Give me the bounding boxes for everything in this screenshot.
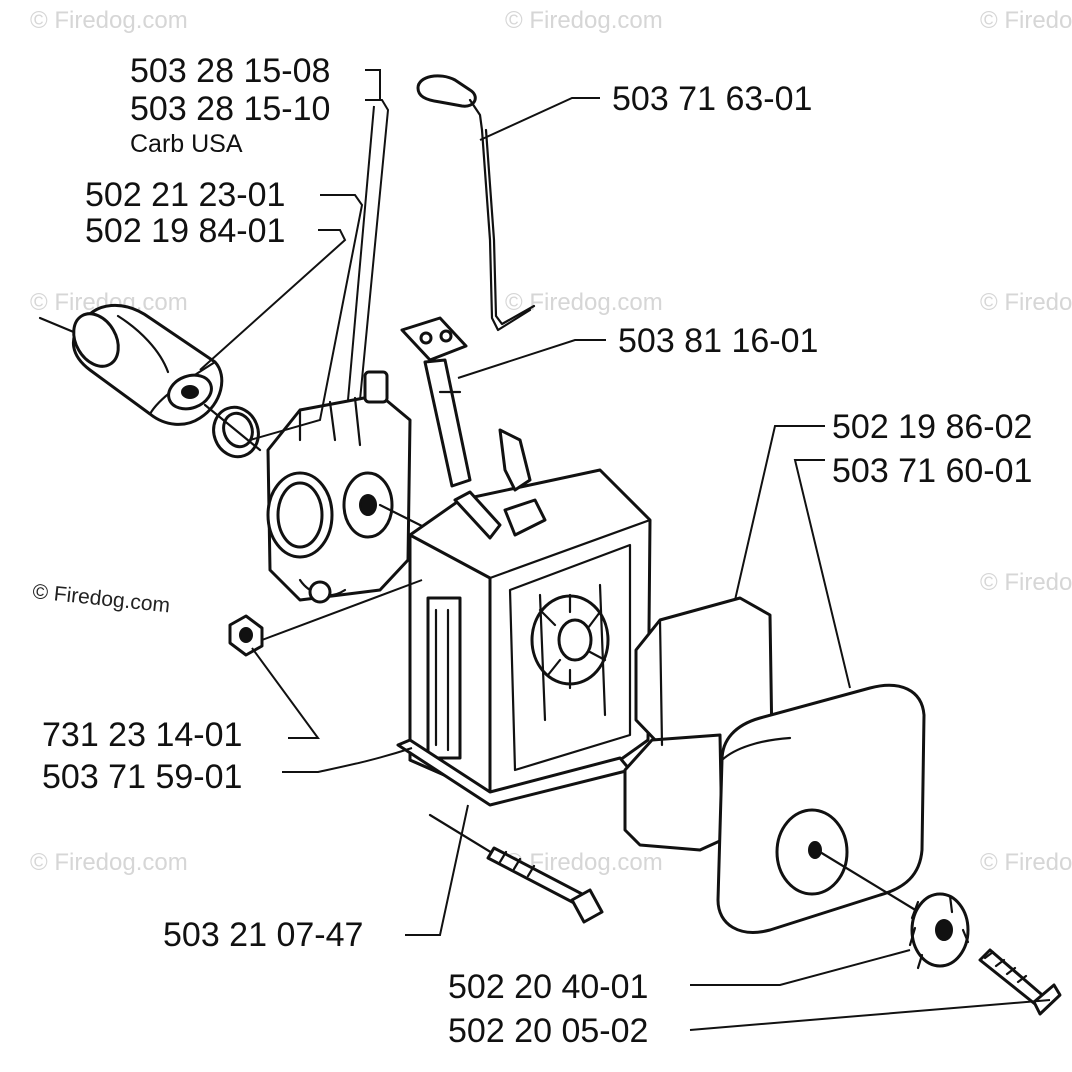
- watermark-text: © Firedog.com: [980, 289, 1072, 316]
- label-screw: 503 21 07-47: [163, 916, 363, 954]
- label-rod-mid: 503 81 16-01: [618, 322, 818, 360]
- label-carb-a: 503 28 15-08: [130, 52, 330, 90]
- intake-adapter: [38, 304, 224, 426]
- knob-and-bolt: [818, 850, 1062, 1016]
- watermark-text: © Firedog.com: [505, 289, 663, 316]
- label-rod-top: 503 71 63-01: [612, 80, 812, 118]
- label-filter-a: 502 19 86-02: [832, 408, 1032, 446]
- label-carb-note: Carb USA: [130, 130, 243, 158]
- watermark-text-dark: © Firedog.com: [31, 580, 171, 617]
- label-nut: 731 23 14-01: [42, 716, 242, 754]
- screw: [428, 813, 604, 924]
- label-filter-b: 503 71 60-01: [832, 452, 1032, 490]
- gasket-ring: [203, 403, 262, 459]
- filter-cover: [716, 683, 926, 934]
- label-housing: 503 71 59-01: [42, 758, 242, 796]
- watermark-text: © Firedog.com: [505, 7, 663, 34]
- watermark-text: © Firedog.com: [30, 7, 188, 34]
- label-gasket-b: 502 19 84-01: [85, 212, 285, 250]
- label-knob-b: 502 20 05-02: [448, 1012, 648, 1050]
- label-knob-a: 502 20 40-01: [448, 968, 648, 1006]
- watermark-text: © Firedog.com: [980, 849, 1072, 876]
- carburetor: [266, 370, 432, 604]
- choke-rod: [416, 74, 536, 332]
- part-labels: 503 28 15-08 503 28 15-10 Carb USA 502 2…: [42, 52, 1032, 1050]
- watermark-text: © Firedog.com: [980, 569, 1072, 596]
- label-gasket-a: 502 21 23-01: [85, 176, 285, 214]
- throttle-link: [400, 316, 472, 488]
- watermark-text: © Firedog.com: [30, 849, 188, 876]
- leader-lines: [199, 69, 1051, 1031]
- watermarks: © Firedog.com © Firedog.com © Firedog.co…: [30, 7, 1072, 876]
- nut: [228, 614, 264, 657]
- label-carb-b: 503 28 15-10: [130, 90, 330, 128]
- watermark-text: © Firedog.com: [980, 7, 1072, 34]
- filter-housing: [396, 428, 652, 807]
